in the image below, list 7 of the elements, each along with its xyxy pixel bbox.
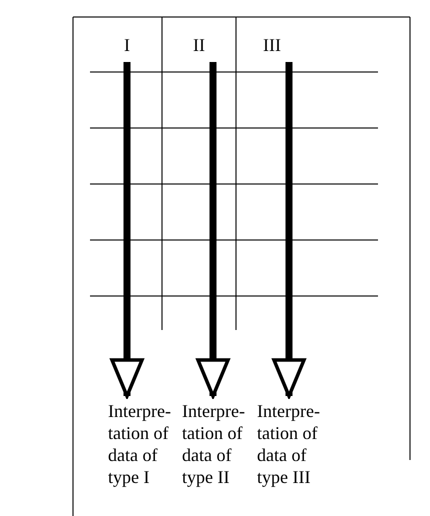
arrow — [110, 62, 144, 398]
column-header: III — [252, 34, 292, 56]
arrow — [272, 62, 306, 398]
arrow — [196, 62, 230, 398]
column-header: II — [179, 34, 219, 56]
column-caption: Interpre- tation of data of type III — [257, 400, 337, 488]
column-header: I — [107, 34, 147, 56]
